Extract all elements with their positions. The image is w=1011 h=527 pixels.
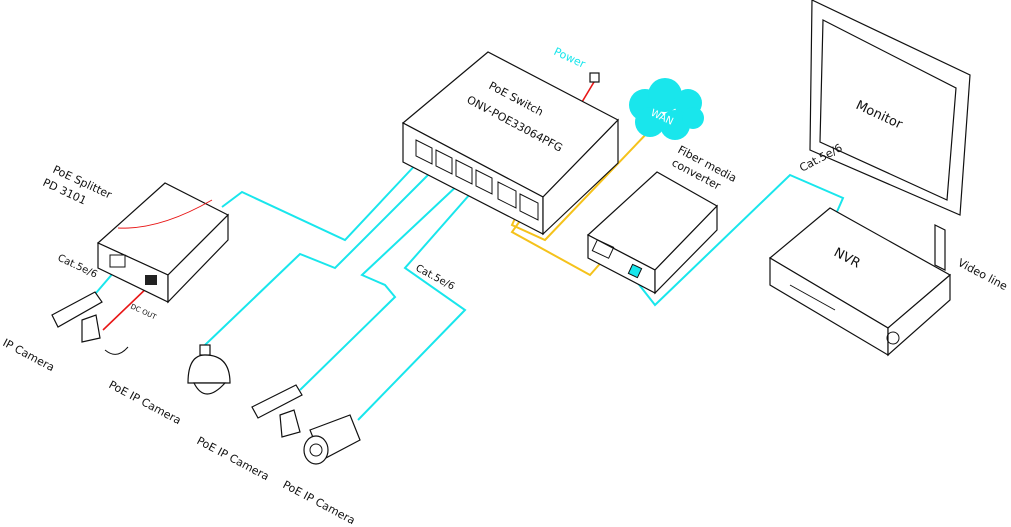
cable-dome-switch — [204, 167, 436, 346]
power-outlet-icon — [589, 72, 600, 83]
monitor: Monitor — [809, 0, 971, 271]
bullet-camera — [303, 414, 361, 465]
box-camera — [251, 384, 303, 438]
switch-power-cable — [581, 81, 595, 103]
poe-camera-label-1: PoE IP Camera — [107, 378, 184, 427]
cable-camera-switch — [299, 182, 461, 391]
ip-camera-label: IP Camera — [1, 336, 57, 374]
poe-switch: PoE Switch ONV-POE33064PFG — [401, 51, 619, 236]
cable-bullet-switch — [357, 184, 479, 421]
cable-splitter-switch — [221, 159, 421, 242]
poe-splitter: PoE Splitter PD 3101 Cat.5e/6 DC OUT — [41, 163, 230, 322]
wan-cloud: WAN — [629, 78, 704, 140]
ptz-dome-camera — [187, 344, 231, 395]
video-line-label: Video line — [956, 256, 1010, 293]
splitter-cable-label: Cat.5e/6 — [56, 253, 99, 281]
poe-camera-label-3: PoE IP Camera — [281, 478, 358, 527]
dc-out-label: DC OUT — [129, 303, 158, 322]
power-label: Power — [552, 45, 588, 71]
cable-nvr-converter — [636, 173, 845, 307]
fiber-switch-converter — [510, 217, 606, 277]
ip-camera — [51, 291, 129, 355]
switch-ports — [415, 139, 539, 221]
poe-camera-label-2: PoE IP Camera — [195, 434, 272, 483]
